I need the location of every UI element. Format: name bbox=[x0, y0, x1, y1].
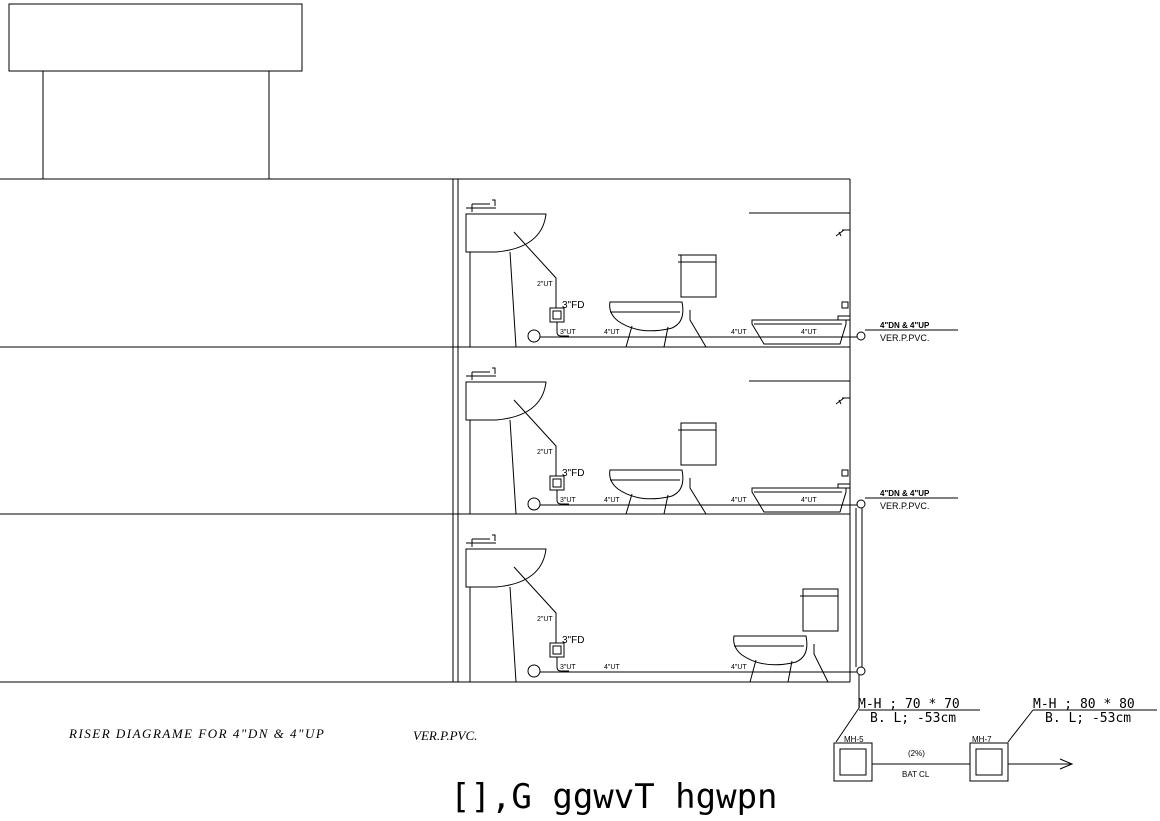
mh-5-tag: MH-5 bbox=[844, 735, 864, 744]
diagram-title-suffix: VER.P.PVC. bbox=[413, 728, 477, 743]
roof-tank-top bbox=[8, 3, 303, 72]
mh-7-bl: B. L; -53cm bbox=[1045, 711, 1131, 726]
riser-label: 4"DN & 4"UP bbox=[880, 489, 930, 498]
mh-7-spec: M-H ; 80 * 80 bbox=[1033, 697, 1135, 712]
pipe-a-label: 4"UT bbox=[604, 329, 620, 336]
roof-tank-body bbox=[42, 70, 270, 180]
floor-3 bbox=[465, 534, 866, 683]
floor-2 bbox=[465, 367, 958, 515]
cleanout-icon bbox=[527, 329, 541, 343]
diagram-title: RISER DIAGRAME FOR 4"DN & 4"UP bbox=[68, 726, 325, 741]
washbasin-icon bbox=[465, 534, 557, 683]
drain-label: 3"FD bbox=[562, 300, 584, 311]
cleanout-icon bbox=[527, 664, 541, 678]
slope-label: (2%) bbox=[908, 749, 925, 758]
main-riser-pipe bbox=[835, 508, 863, 743]
pipe-b-label: 4"UT bbox=[731, 664, 747, 671]
toilet-icon bbox=[609, 422, 717, 515]
mh-5-bl: B. L; -53cm bbox=[870, 711, 956, 726]
pipe-b-label: 4"UT bbox=[731, 497, 747, 504]
pipe-b-label: 4"UT bbox=[731, 329, 747, 336]
toilet-icon bbox=[609, 254, 717, 348]
drain-label: 3"FD bbox=[562, 468, 584, 479]
waste-3-label: 3"UT bbox=[560, 329, 576, 336]
pipe-c-label: 4"UT bbox=[801, 497, 817, 504]
garbled-caption: [],G ggwvT hgwpn bbox=[450, 777, 778, 817]
manhole-mh-5 bbox=[833, 709, 980, 782]
washbasin-icon bbox=[465, 199, 557, 348]
bathtub-icon bbox=[749, 212, 851, 345]
waste-2-label: 2"UT bbox=[537, 449, 553, 456]
mh-7-tag: MH-7 bbox=[972, 735, 992, 744]
bat-label: BAT CL bbox=[902, 770, 930, 779]
pipe-a-label: 4"UT bbox=[604, 664, 620, 671]
washbasin-icon bbox=[465, 367, 557, 515]
floor-1 bbox=[465, 199, 958, 348]
manhole-mh-7 bbox=[969, 709, 1157, 782]
pipe-a-label: 4"UT bbox=[604, 497, 620, 504]
riser-material: VER.P.PVC. bbox=[880, 333, 929, 343]
riser-material: VER.P.PVC. bbox=[880, 501, 929, 511]
cleanout-icon bbox=[527, 497, 541, 511]
waste-2-label: 2"UT bbox=[537, 616, 553, 623]
building-section bbox=[0, 178, 851, 683]
mh-5-spec: M-H ; 70 * 70 bbox=[858, 697, 960, 712]
toilet-icon bbox=[733, 588, 839, 683]
waste-2-label: 2"UT bbox=[537, 281, 553, 288]
flow-arrow-icon bbox=[1059, 758, 1074, 770]
waste-3-label: 3"UT bbox=[560, 664, 576, 671]
drain-label: 3"FD bbox=[562, 635, 584, 646]
pipe-c-label: 4"UT bbox=[801, 329, 817, 336]
waste-3-label: 3"UT bbox=[560, 497, 576, 504]
riser-label: 4"DN & 4"UP bbox=[880, 321, 930, 330]
bathtub-icon bbox=[749, 380, 851, 513]
